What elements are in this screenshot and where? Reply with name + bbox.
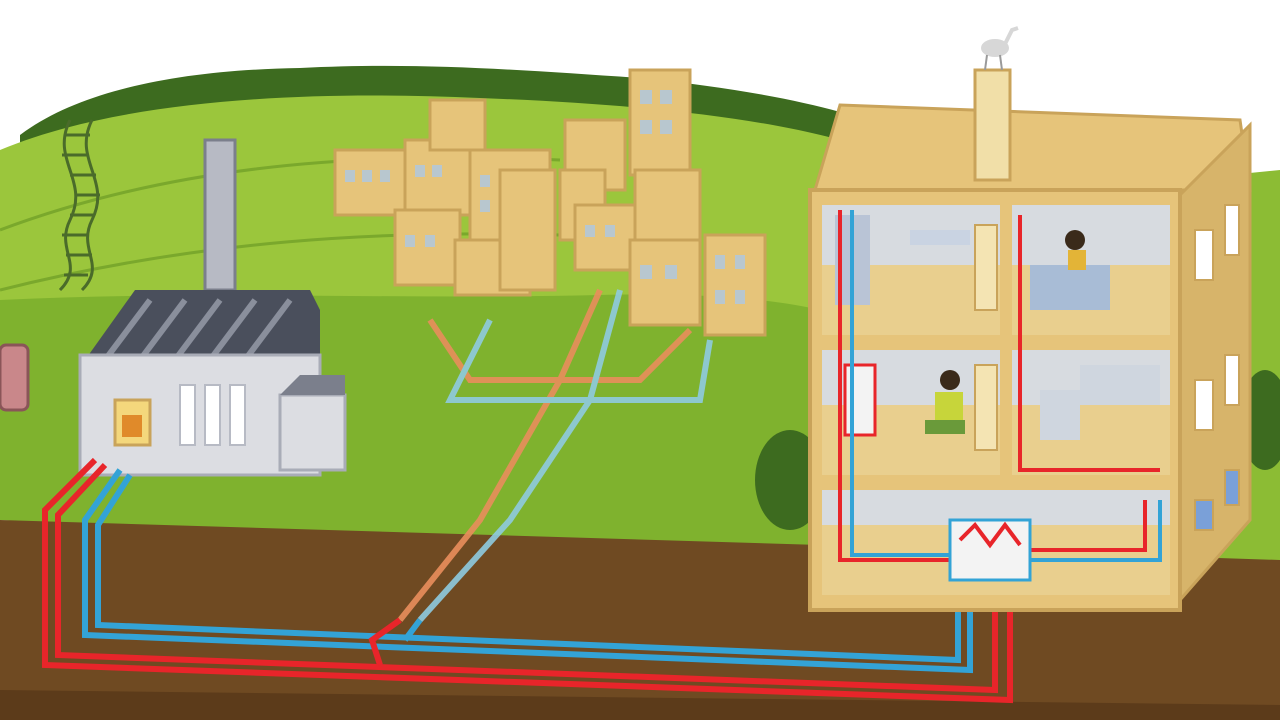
door [974,224,998,311]
town-building [633,168,702,242]
railway-track [58,119,100,292]
town-building [428,98,487,152]
underground-pipes [42,457,1013,704]
silo [0,343,30,412]
town-building [393,208,462,287]
heat-plant [78,138,347,477]
stork-icon [981,26,1019,71]
bush [755,430,825,530]
factory-annex-roof [280,375,345,395]
kitchen-unit [1040,390,1080,440]
town-building [333,148,407,217]
factory-roof-ridges [102,298,293,362]
heat-exchanger-icon [948,518,1032,582]
surface-pipes [397,288,713,623]
table [910,230,970,245]
factory-annex [278,393,347,472]
side-windows [1194,204,1240,531]
town-building [703,233,767,337]
radiator-icon [843,363,877,437]
town-buildings [333,68,767,337]
town-building [498,168,557,292]
person-icon [940,370,960,390]
town-building [628,238,702,327]
person-icon [1065,230,1085,250]
house-pipes [838,210,1162,562]
town-windows [345,90,745,304]
chimney-icon [203,138,237,292]
house-roof [812,103,1252,192]
boiler-door [122,415,142,437]
door [974,364,998,451]
heat-exchanger-coil [958,521,1022,549]
chimney-icon [973,68,1012,182]
soil-bottom [0,690,1280,720]
factory-windows [179,384,246,446]
apartment-house [808,26,1252,612]
bed [1030,265,1110,310]
